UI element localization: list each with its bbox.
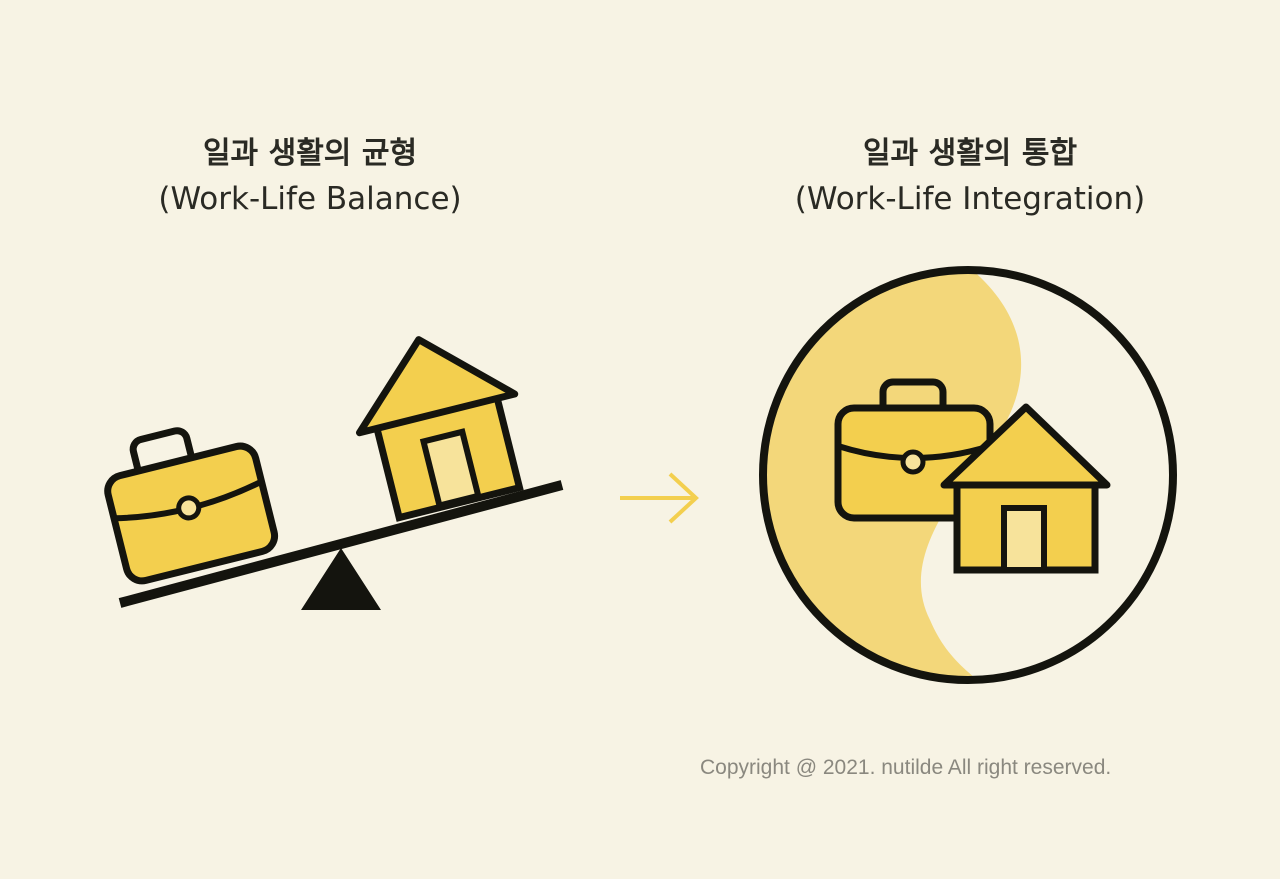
balance-title: 일과 생활의 균형 (Work-Life Balance) [105, 136, 515, 221]
seesaw-icon [118, 480, 564, 610]
house-icon [355, 336, 524, 522]
copyright-text: Copyright @ 2021. nutilde All right rese… [700, 756, 1112, 779]
integration-title-english: (Work-Life Integration) [794, 181, 1146, 217]
briefcase-icon [104, 427, 279, 585]
balance-title-english: (Work-Life Balance) [158, 181, 462, 217]
integration-title: 일과 생활의 통합 (Work-Life Integration) [745, 136, 1195, 221]
integration-title-korean: 일과 생활의 통합 [862, 136, 1078, 171]
house-icon [940, 403, 1111, 574]
balance-title-korean: 일과 생활의 균형 [202, 136, 418, 171]
arrow-right-icon [620, 472, 699, 524]
